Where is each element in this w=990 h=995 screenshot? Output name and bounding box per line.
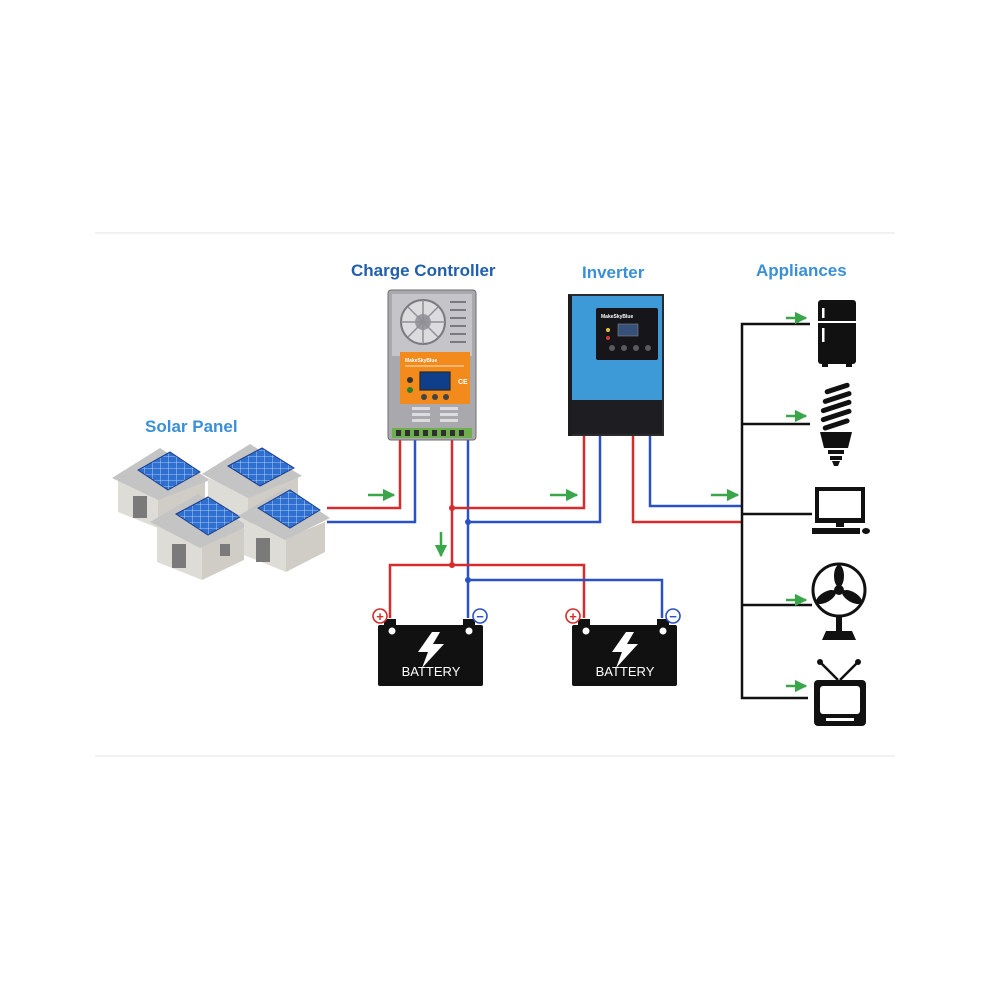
junction-dot (449, 562, 455, 568)
battery-label: BATTERY (596, 664, 655, 679)
solar-panel-label: Solar Panel (145, 417, 238, 436)
controller-button (443, 394, 449, 400)
solar-positive-wire (327, 440, 402, 510)
inverter-brand: MakeSkyBlue (601, 314, 633, 320)
flow-arrows (368, 311, 808, 693)
junction-dot (465, 519, 471, 525)
inverter-button (633, 345, 639, 351)
inverter-lcd (617, 323, 639, 337)
inverter-button (621, 345, 627, 351)
junction-dot (449, 505, 455, 511)
inverter-label: Inverter (582, 263, 645, 282)
negative-terminal-icon (665, 608, 681, 624)
battery-positive-bus (388, 563, 586, 618)
battery-2: BATTERY + − (565, 608, 681, 686)
controller-brand: MakeSkyBlue (405, 358, 437, 364)
house (150, 494, 248, 580)
appliances-label: Appliances (756, 261, 847, 280)
svg-text:−: − (476, 609, 484, 624)
tv-icon (814, 659, 866, 726)
inverter-button (645, 345, 651, 351)
inverter-ac-neutral (648, 436, 742, 508)
inverter-ac-line (631, 436, 742, 524)
inverter-dc-negative (468, 436, 602, 524)
lightning-icon (612, 632, 638, 668)
positive-terminal-icon (565, 608, 581, 624)
svg-text:+: + (569, 609, 577, 624)
charge-controller-label: Charge Controller (351, 261, 496, 280)
inverter-device: MakeSkyBlue (568, 294, 664, 436)
wiring (327, 436, 742, 618)
controller-button (432, 394, 438, 400)
svg-text:CE: CE (458, 379, 468, 386)
solar-panel-houses (112, 444, 330, 580)
positive-terminal-icon (372, 608, 388, 624)
battery-1: BATTERY + − (372, 608, 488, 686)
svg-text:+: + (376, 609, 384, 624)
computer-icon (812, 487, 870, 534)
negative-terminal-icon (472, 608, 488, 624)
inverter-dc-positive (452, 436, 586, 510)
battery-negative-bus (468, 578, 664, 618)
lightning-icon (418, 632, 444, 668)
house (238, 488, 330, 572)
fan-icon (811, 562, 867, 640)
controller-button (421, 394, 427, 400)
battery-label: BATTERY (402, 664, 461, 679)
refrigerator-icon (818, 300, 856, 367)
controller-lcd (419, 371, 451, 391)
svg-text:−: − (669, 609, 677, 624)
solar-negative-wire (327, 440, 417, 524)
junction-dot (465, 577, 471, 583)
load-bus (740, 322, 812, 700)
charge-controller-device: MakeSkyBlue CE (387, 289, 477, 441)
cfl-bulb-icon (820, 382, 852, 466)
inverter-button (609, 345, 615, 351)
